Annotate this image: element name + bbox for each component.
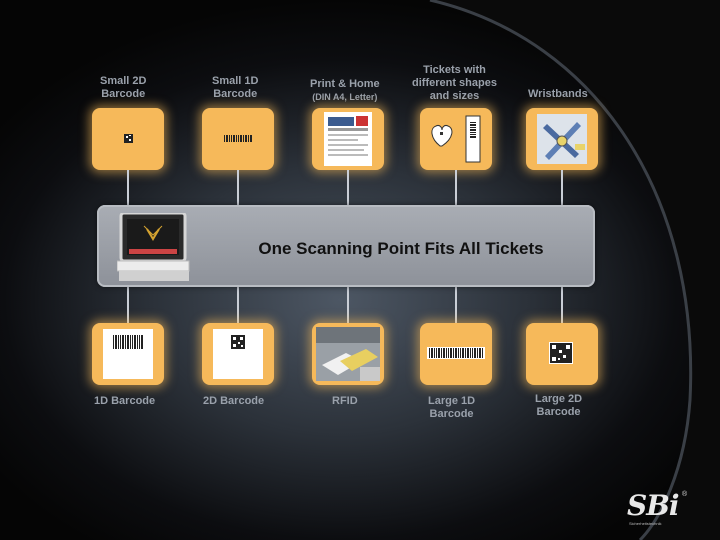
small-qr-icon <box>124 134 133 143</box>
tile-large-2d-barcode <box>526 323 598 385</box>
registered-mark: ® <box>682 491 688 498</box>
logo-text: SBi <box>627 489 680 522</box>
tile-small-1d-barcode <box>202 108 274 170</box>
scanner-device-icon <box>117 213 190 281</box>
ticket-card <box>213 329 263 379</box>
label-1d-barcode: 1D Barcode <box>94 395 156 407</box>
scanning-point-banner: One Scanning Point Fits All Tickets <box>97 205 595 287</box>
connector-top-1 <box>127 170 129 206</box>
connector-top-3 <box>347 170 349 206</box>
tile-print-home <box>312 108 384 170</box>
connector-bottom-2 <box>237 286 239 324</box>
connector-bottom-3 <box>347 286 349 324</box>
sbi-logo: SBi ® Sicherheitstechnik <box>627 489 707 529</box>
large-barcode-icon <box>427 347 485 359</box>
tile-2d-barcode <box>202 323 274 385</box>
connector-bottom-5 <box>561 286 563 324</box>
label-wristbands: Wristbands <box>528 88 588 100</box>
connector-bottom-4 <box>455 286 457 324</box>
tile-wristbands <box>526 108 598 170</box>
label-print-home: Print & Home (DIN A4, Letter) <box>310 78 380 102</box>
large-qr-code-icon <box>549 342 573 364</box>
label-2d-barcode: 2D Barcode <box>203 395 265 407</box>
shaped-tickets-icon <box>431 115 481 163</box>
tile-rfid <box>312 323 384 385</box>
ticket-card <box>103 329 153 379</box>
qr-code-icon <box>231 335 245 349</box>
tile-tickets-shapes <box>420 108 492 170</box>
tile-large-1d-barcode <box>420 323 492 385</box>
connector-top-2 <box>237 170 239 206</box>
wristband-icon <box>537 114 587 164</box>
logo-tagline: Sicherheitstechnik <box>629 521 662 526</box>
connector-bottom-1 <box>127 286 129 324</box>
label-rfid: RFID <box>332 395 358 407</box>
rfid-photo-icon <box>316 327 380 381</box>
small-barcode-icon <box>224 135 252 142</box>
tile-small-2d-barcode <box>92 108 164 170</box>
banner-title: One Scanning Point Fits All Tickets <box>258 239 544 258</box>
tile-1d-barcode <box>92 323 164 385</box>
print-at-home-ticket-icon <box>324 112 372 166</box>
connector-top-4 <box>455 170 457 206</box>
barcode-icon <box>113 335 143 349</box>
connector-top-5 <box>561 170 563 206</box>
